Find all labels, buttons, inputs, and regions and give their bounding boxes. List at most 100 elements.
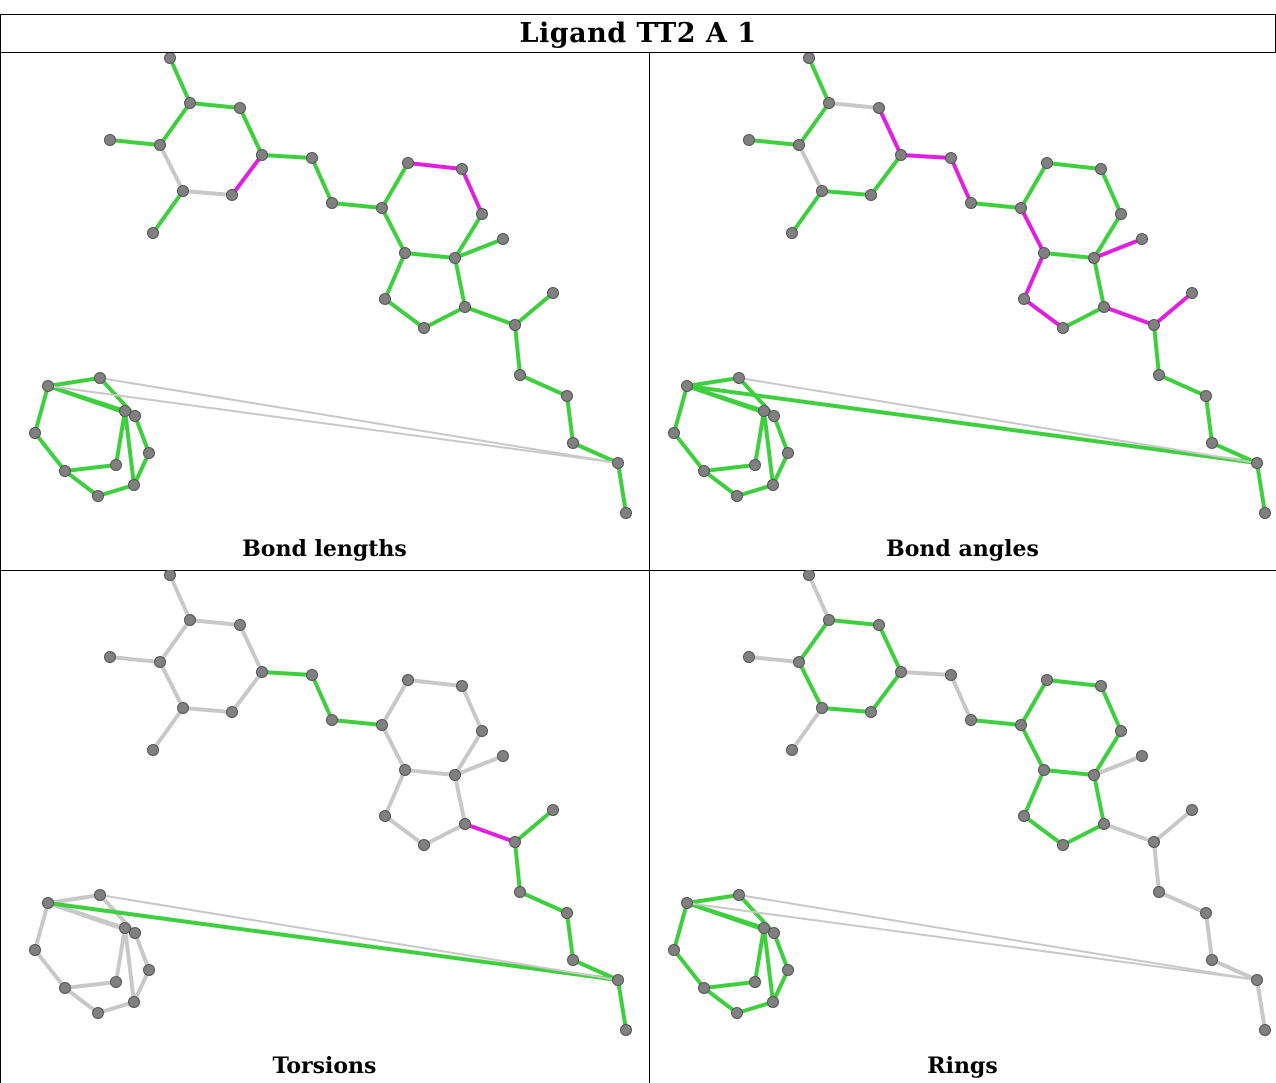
atom-23	[1153, 369, 1165, 381]
atom-15	[449, 252, 461, 264]
bond-1	[188, 618, 242, 627]
atom-33	[128, 479, 140, 491]
atom-30	[29, 944, 41, 956]
bond-28	[1210, 958, 1259, 982]
atom-27	[620, 507, 632, 519]
bond-15	[1092, 212, 1123, 260]
bond-25	[513, 840, 522, 894]
bond-17	[1019, 723, 1046, 772]
atom-0	[803, 570, 815, 581]
bond-0	[807, 573, 831, 622]
middle-divider	[0, 570, 1276, 571]
atom-19	[1057, 839, 1069, 851]
bond-6	[797, 101, 831, 147]
atom-29	[733, 889, 745, 901]
bond-41	[762, 926, 775, 1004]
bond-9	[260, 153, 314, 160]
bond-30	[46, 893, 102, 905]
atom-3	[895, 149, 907, 161]
atom-23	[1153, 886, 1165, 898]
atom-2	[873, 619, 885, 631]
bond-9	[899, 670, 953, 677]
bond-36	[133, 414, 151, 455]
bond-33	[702, 986, 739, 1015]
bond-32	[672, 431, 706, 473]
atom-5	[177, 185, 189, 197]
atom-3	[256, 149, 268, 161]
atom-18	[379, 293, 391, 305]
panel-torsions: Torsions	[0, 570, 649, 1083]
atom-7	[104, 134, 116, 146]
atom-30	[29, 427, 41, 439]
atom-5	[816, 702, 828, 714]
atom-14	[1115, 208, 1127, 220]
atom-6	[154, 656, 166, 668]
atom-22	[1186, 287, 1198, 299]
atom-17	[1136, 750, 1148, 762]
atom-26	[1251, 974, 1263, 986]
atom-26	[612, 974, 624, 986]
bond-4	[181, 189, 234, 197]
atom-28	[681, 380, 693, 392]
bond-32	[33, 948, 67, 990]
bond-44	[99, 894, 619, 981]
atom-11	[376, 719, 388, 731]
bond-33	[63, 986, 100, 1015]
atom-20	[459, 301, 471, 313]
bond-16	[1042, 251, 1096, 260]
atom-25	[1206, 437, 1218, 449]
bond-15	[453, 729, 484, 777]
bond-29	[616, 978, 628, 1032]
bond-1	[827, 101, 881, 110]
bond-43	[46, 901, 620, 982]
atom-24	[1200, 390, 1212, 402]
bond-1	[188, 101, 242, 110]
atom-4	[865, 189, 877, 201]
bond-11	[330, 201, 384, 210]
bond-21	[422, 822, 467, 847]
atom-10	[965, 714, 977, 726]
bond-3	[230, 670, 264, 714]
atom-19	[1057, 322, 1069, 334]
bond-31	[672, 901, 689, 952]
atom-16	[1038, 247, 1050, 259]
bond-31	[33, 901, 50, 952]
bond-11	[330, 718, 384, 727]
bond-36	[133, 931, 151, 972]
atom-11	[1015, 202, 1027, 214]
panel-bond-angles: Bond angles	[649, 53, 1276, 570]
bond-8	[151, 706, 185, 752]
bond-33	[63, 469, 100, 498]
center-divider	[649, 53, 650, 1083]
atom-32	[731, 1007, 743, 1019]
atom-27	[620, 1024, 632, 1036]
bond-34	[735, 1000, 775, 1015]
atom-24	[561, 390, 573, 402]
atom-18	[1018, 810, 1030, 822]
atom-29	[94, 372, 106, 384]
atom-35	[768, 927, 780, 939]
atom-0	[803, 53, 815, 64]
bond-7	[747, 655, 801, 664]
atom-25	[567, 437, 579, 449]
bond-24	[513, 291, 555, 327]
atom-19	[418, 322, 430, 334]
atom-4	[865, 706, 877, 718]
molecule-rings	[668, 570, 1271, 1036]
bond-3	[869, 670, 903, 714]
figure-title: Ligand TT2 A 1	[519, 18, 757, 49]
bond-19	[383, 251, 407, 301]
bond-7	[747, 138, 801, 147]
atom-13	[1095, 680, 1107, 692]
bond-19	[1022, 251, 1046, 301]
bond-5	[158, 143, 185, 193]
bond-36	[772, 931, 790, 972]
bond-6	[158, 101, 192, 147]
atom-5	[177, 702, 189, 714]
bond-27	[1204, 911, 1214, 962]
bond-40	[702, 463, 757, 473]
atom-9	[306, 152, 318, 164]
molecule-torsions	[29, 570, 632, 1036]
bond-12	[1019, 678, 1049, 727]
bond-19	[383, 768, 407, 818]
